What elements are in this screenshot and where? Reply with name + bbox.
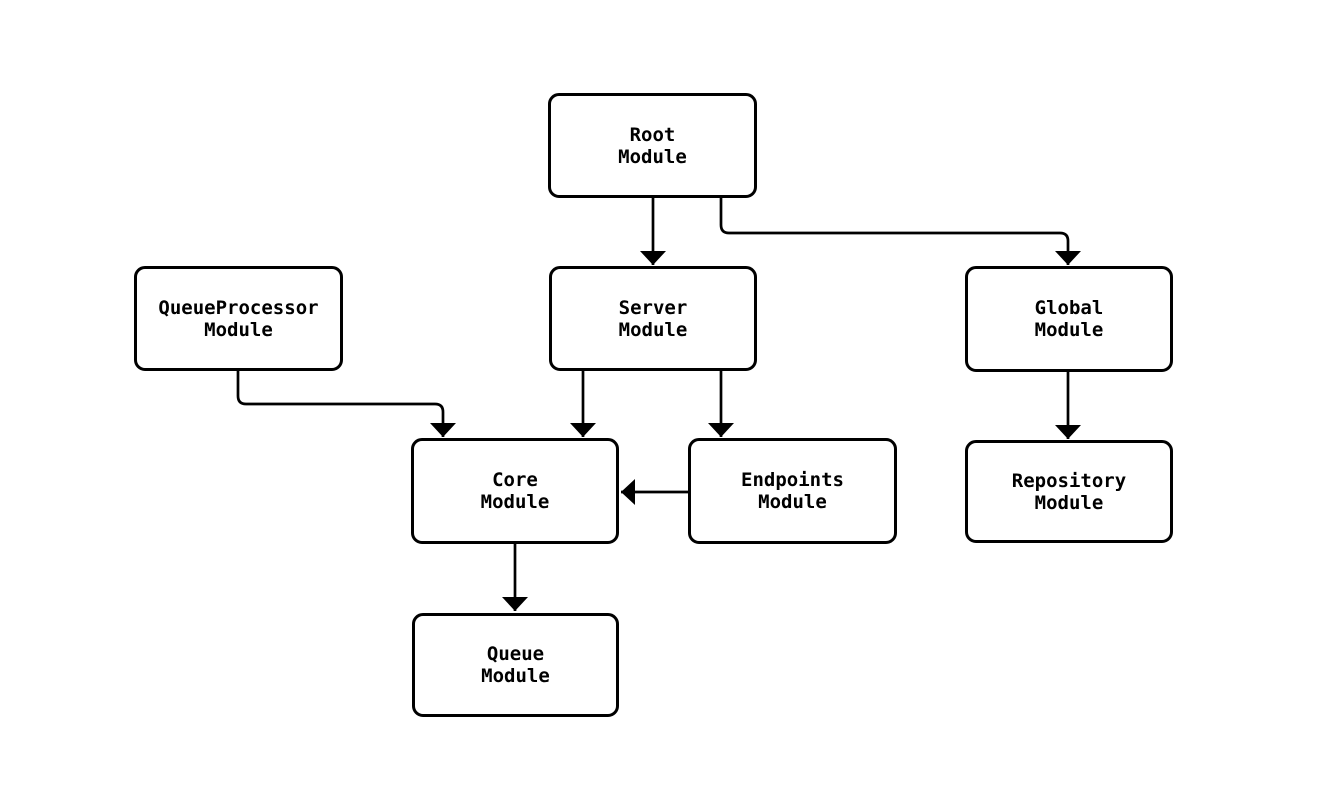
edge-queueprocessor-module-to-core-module: [236, 371, 456, 437]
node-label-line1: Repository: [1011, 469, 1127, 492]
node-label-line1: Server: [618, 296, 688, 319]
node-label-line1: Root: [629, 123, 676, 146]
node-label-line2: Module: [204, 318, 273, 341]
node-label-line2: Module: [618, 145, 687, 168]
node-label-line1: QueueProcessor: [158, 296, 319, 319]
node-label-line2: Module: [758, 491, 827, 513]
node-label-line2: Module: [480, 491, 550, 513]
node-label-line2: Module: [481, 665, 550, 687]
node-label-line1: Endpoints: [741, 469, 844, 491]
edge-root-module-to-global-module: [719, 198, 1081, 265]
node-label-line1: Global: [1034, 297, 1104, 319]
node-label-line1: Queue: [486, 643, 545, 665]
edge-group: [236, 198, 1081, 611]
node-label-line2: Module: [618, 318, 688, 341]
node-label-line2: Module: [1034, 319, 1104, 341]
node-label-line2: Module: [1034, 491, 1104, 514]
node-label-line1: Core: [492, 469, 538, 491]
